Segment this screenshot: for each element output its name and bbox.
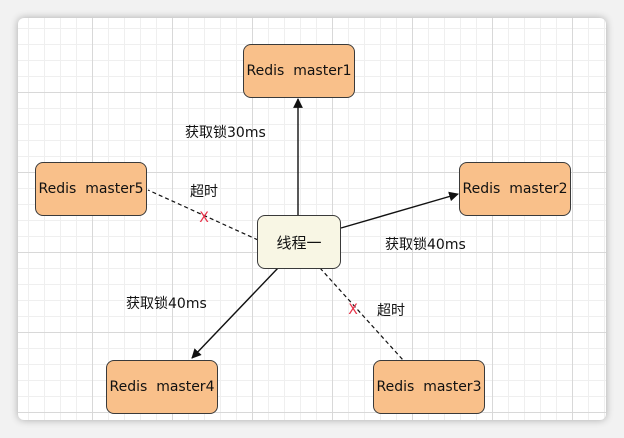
label-to-master1: 获取锁30ms xyxy=(185,125,266,141)
edge-to-master2 xyxy=(340,191,459,229)
node-thread: 线程一 xyxy=(257,215,341,269)
node-master3: Redis master3 xyxy=(373,360,485,414)
edge-to-master4 xyxy=(191,267,279,359)
node-master1: Redis master1 xyxy=(243,44,355,98)
label-to-master3: 超时 xyxy=(377,303,405,319)
label-to-master4: 获取锁40ms xyxy=(126,296,207,312)
label-to-master2: 获取锁40ms xyxy=(385,237,466,253)
failure-mark-master3: X xyxy=(348,302,358,318)
node-master4: Redis master4 xyxy=(106,360,218,414)
failure-mark-master5: X xyxy=(199,210,209,226)
edge-to-master5 xyxy=(147,189,259,241)
node-master2: Redis master2 xyxy=(459,162,571,216)
node-master5: Redis master5 xyxy=(35,162,147,216)
label-to-master5: 超时 xyxy=(190,184,218,200)
